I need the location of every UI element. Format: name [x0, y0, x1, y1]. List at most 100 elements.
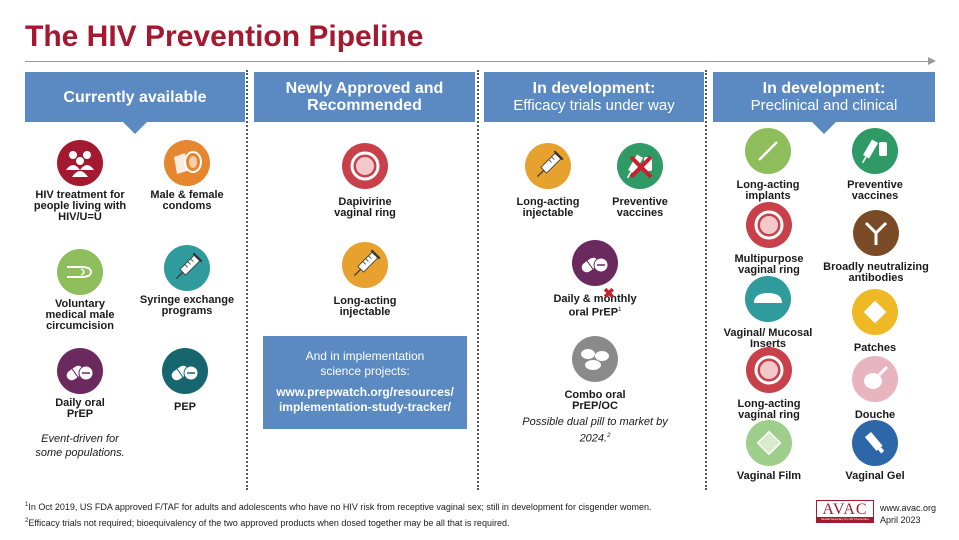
vaccine-icon: [617, 143, 663, 189]
item-la-injectable-trial: Long-acting injectable: [505, 143, 591, 219]
column-divider-1: [246, 70, 248, 490]
insert-icon: [745, 276, 791, 322]
implementation-box: And in implementation science projects: …: [263, 336, 467, 429]
column-header-efficacy-trials: In development: Efficacy trials under wa…: [484, 72, 704, 122]
footnote-ref: 1: [618, 307, 622, 313]
item-preventive-vaccines: Preventive vaccines: [830, 128, 920, 202]
column-header-newly-approved: Newly Approved and Recommended: [254, 72, 475, 122]
column-header-preclinical: In development: Preclinical and clinical: [713, 72, 935, 122]
page-title: The HIV Prevention Pipeline: [25, 20, 424, 53]
item-label: Combo oral PrEP/OC: [564, 389, 626, 412]
pill-icon: [572, 336, 618, 382]
column-header-subtitle: Preclinical and clinical: [750, 97, 898, 114]
column-header-title: In development:: [532, 80, 656, 97]
footnotes: 1In Oct 2019, US FDA approved F/TAF for …: [25, 498, 651, 530]
impl-text: And in implementation science projects:: [305, 349, 425, 378]
vaccine-icon: [852, 128, 898, 174]
footnote-1: 1In Oct 2019, US FDA approved F/TAF for …: [25, 498, 651, 514]
footnote-ref: 2: [607, 433, 611, 439]
item-label: Vaginal Film: [736, 470, 802, 482]
avac-logo-word: AVAC: [822, 501, 868, 518]
ring-icon: [342, 143, 388, 189]
syringe-icon: [342, 242, 388, 288]
item-label: Douche: [854, 409, 896, 421]
item-dapivirine-ring: Dapivirine vaginal ring: [315, 143, 415, 219]
site-date: April 2023: [880, 515, 921, 525]
timeline-arrow-head-icon: [928, 57, 936, 65]
item-daily-monthly-prep: Daily & monthly oral PrEP1 ✖: [535, 240, 655, 319]
circumcision-icon: [57, 249, 103, 295]
header-notch: [812, 122, 836, 134]
condom-icon: [164, 140, 210, 186]
item-circumcision: Voluntary medical male circumcision: [30, 249, 130, 332]
item-combo-prep-oc: Combo oral PrEP/OC: [545, 336, 645, 412]
people-icon: [57, 140, 103, 186]
dual-pill-note: Possible dual pill to market by 2024.2: [515, 415, 675, 446]
impl-link-line-2[interactable]: implementation-study-tracker/: [278, 400, 452, 414]
item-label: Daily oral PrEP: [55, 397, 105, 420]
column-divider-3: [705, 70, 707, 490]
footnote-text: In Oct 2019, US FDA approved F/TAF for a…: [28, 502, 652, 512]
footnote-2: 2Efficacy trials not required; bioequiva…: [25, 514, 651, 530]
item-syringe-exchange: Syringe exchange programs: [133, 245, 241, 317]
douche-icon: [852, 356, 898, 402]
item-label: Broadly neutralizing antibodies: [823, 261, 929, 284]
column-header-title: Currently available: [63, 88, 207, 106]
syringe-icon: [525, 143, 571, 189]
item-vaginal-gel: Vaginal Gel: [830, 420, 920, 482]
header-notch: [123, 122, 147, 134]
site-info: www.avac.org April 2023: [880, 502, 936, 526]
item-label: Patches: [853, 342, 897, 354]
item-label: Long-acting injectable: [516, 196, 580, 219]
item-vaginal-mucosal-inserts: Vaginal/ Mucosal Inserts: [718, 276, 818, 350]
avac-logo-tagline: Global Advocacy for HIV Prevention: [817, 517, 873, 522]
item-hiv-treatment: HIV treatment for people living with HIV…: [30, 140, 130, 223]
item-multipurpose-ring: Multipurpose vaginal ring: [723, 202, 815, 276]
pill-icon: [572, 240, 618, 286]
footnote-text: Efficacy trials not required; bioequival…: [28, 518, 510, 528]
film-icon: [746, 420, 792, 466]
monthly-prep-text: Daily & monthly oral PrEP: [553, 293, 637, 319]
item-label: Vaginal/ Mucosal Inserts: [723, 327, 813, 350]
item-long-acting-vaginal-ring: Long-acting vaginal ring: [723, 347, 815, 421]
column-header-currently-available: Currently available: [25, 72, 245, 122]
item-douche: Douche: [830, 356, 920, 421]
item-label: Syringe exchange programs: [139, 294, 235, 317]
pill-icon: [162, 348, 208, 394]
item-long-acting-implants: Long-acting implants: [723, 128, 813, 202]
syringe-icon: [164, 245, 210, 291]
item-patches: Patches: [830, 289, 920, 354]
column-header-subtitle: Efficacy trials under way: [513, 97, 675, 114]
column-header-title: Newly Approved and Recommended: [285, 80, 444, 114]
item-vaginal-film: Vaginal Film: [723, 420, 815, 482]
item-label: Long-acting injectable: [333, 295, 397, 318]
implant-icon: [745, 128, 791, 174]
item-broadly-neutralizing-antibodies: Broadly neutralizing antibodies: [816, 210, 936, 284]
item-label: Multipurpose vaginal ring: [734, 253, 804, 276]
item-label: Male & female condoms: [150, 189, 224, 212]
footnote-number: 2: [25, 518, 29, 524]
item-label: Preventive vaccines: [612, 196, 668, 219]
item-label: Preventive vaccines: [847, 179, 903, 202]
item-long-acting-injectable: Long-acting injectable: [315, 242, 415, 318]
item-label: Voluntary medical male circumcision: [45, 298, 115, 332]
item-label: Dapivirine vaginal ring: [334, 196, 396, 219]
impl-link-line-1[interactable]: www.prepwatch.org/resources/: [276, 385, 454, 399]
item-label: Daily & monthly oral PrEP1 ✖: [545, 286, 645, 319]
item-label: Long-acting vaginal ring: [737, 398, 801, 421]
column-divider-2: [477, 70, 479, 490]
column-header-title: In development:: [762, 80, 886, 97]
item-label: Long-acting implants: [736, 179, 800, 202]
dual-pill-note-text: Possible dual pill to market by 2024.: [522, 416, 668, 445]
site-url[interactable]: www.avac.org: [880, 503, 937, 513]
antibody-icon: [853, 210, 899, 256]
pill-icon: [57, 348, 103, 394]
avac-logo: AVAC Global Advocacy for HIV Prevention: [816, 500, 874, 523]
item-label: HIV treatment for people living with HIV…: [33, 189, 127, 223]
event-driven-note: Event-driven for some populations.: [35, 433, 125, 459]
item-label: PEP: [173, 401, 196, 413]
ring-icon: [746, 347, 792, 393]
timeline-arrow-line: [25, 61, 930, 62]
gel-icon: [852, 420, 898, 466]
strike-x-icon: ✖: [603, 285, 615, 301]
